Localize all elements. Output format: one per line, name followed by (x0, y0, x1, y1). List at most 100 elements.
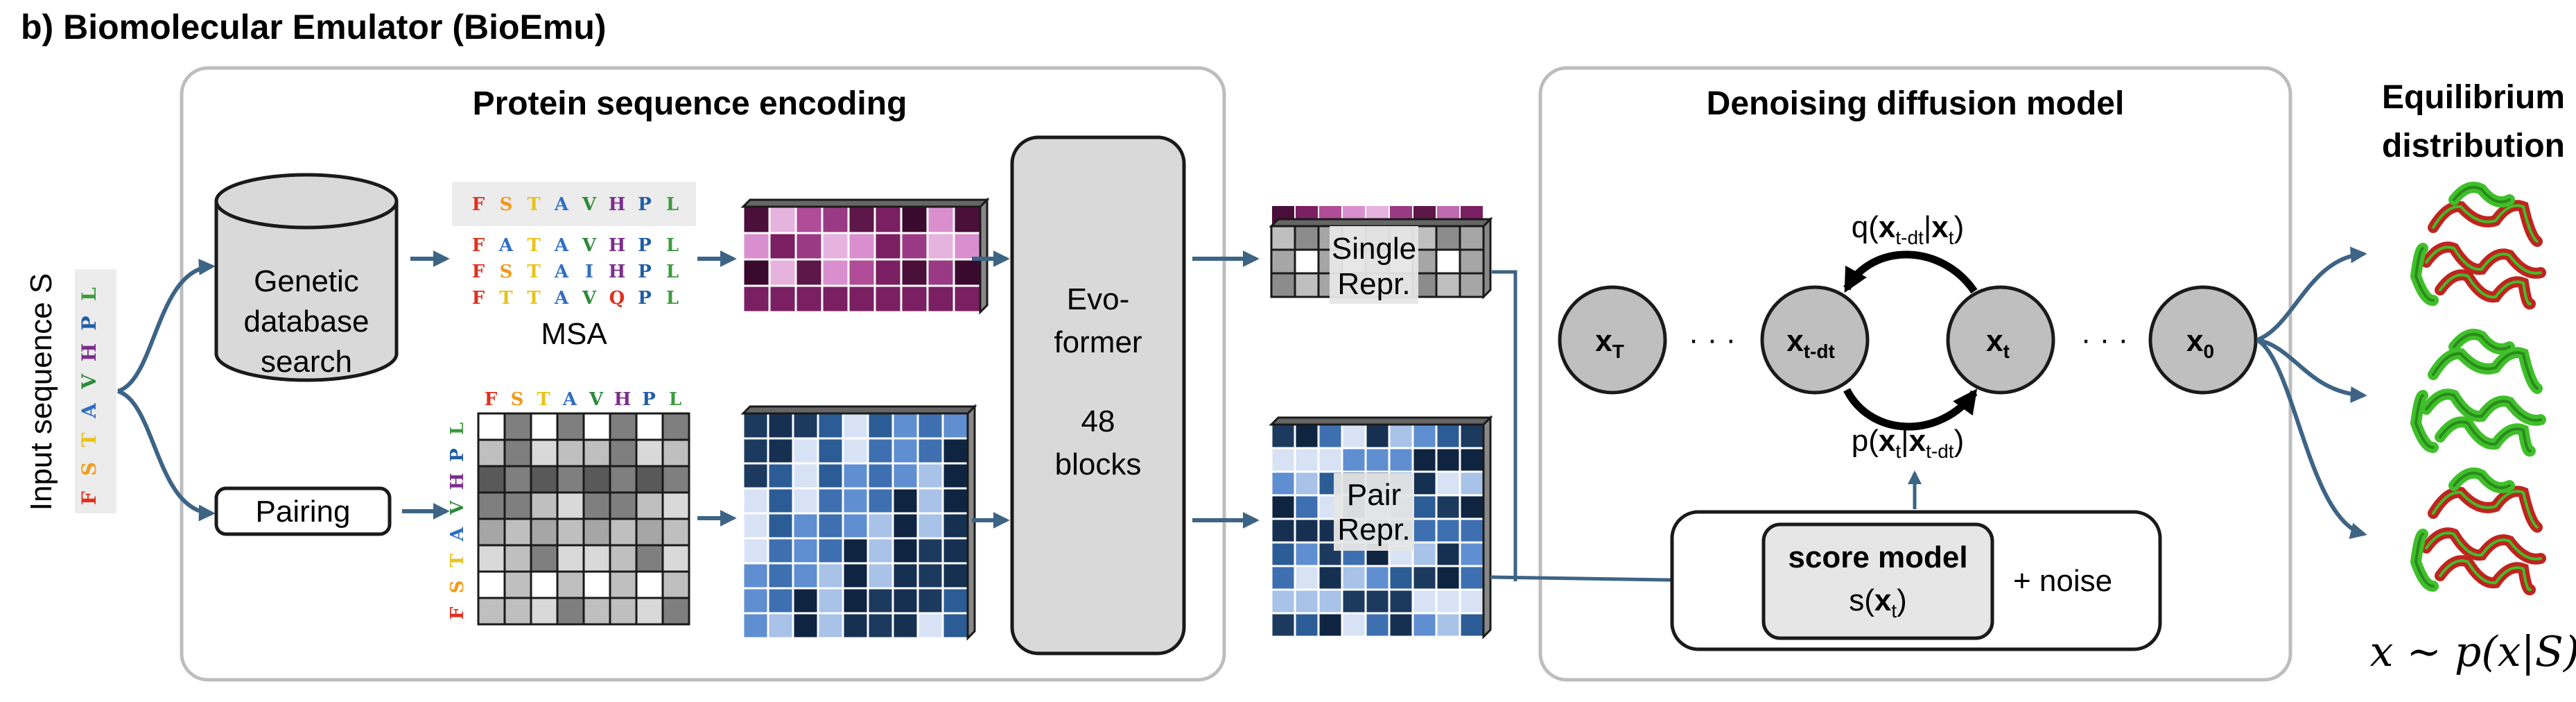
pair-embed-cell (742, 487, 769, 515)
pair-repr-cell (1364, 588, 1391, 615)
pair-repr-cell (1388, 423, 1414, 450)
pair-embed-cell (842, 462, 869, 490)
pair-repr-cell (1270, 541, 1296, 567)
pair-left-residue-4: A (447, 526, 468, 542)
single-repr-cell (1270, 272, 1296, 298)
pairing-box (214, 486, 392, 536)
pair-embed-cell (742, 412, 769, 440)
input-residue-3: T (78, 432, 101, 447)
protein-ribbon-edge (2432, 490, 2539, 529)
pair-embed-cell (767, 537, 794, 565)
msa-residue-r3c7: L (666, 288, 679, 309)
msa-embed-cell (900, 205, 929, 234)
pair-embed-cell (842, 587, 869, 615)
pair-embed-cell (941, 587, 969, 615)
pair-repr-label-bg (1334, 473, 1414, 551)
pair-repr-cell (1435, 447, 1461, 473)
pair-embed-cell (742, 537, 769, 565)
score-model-inner-box (1761, 522, 1994, 640)
pair-embed-cell (941, 612, 969, 640)
pair-embed-cell (916, 562, 944, 590)
protein-ribbon-edge (2414, 533, 2435, 588)
protein-ribbon (2435, 269, 2536, 310)
score-model-label: score model (1788, 540, 1967, 574)
pair-top-residue-7: P (642, 389, 656, 410)
pair-repr-cell (1411, 588, 1438, 615)
pair-seq-cell (477, 412, 506, 441)
msa-embed-cell (900, 258, 929, 287)
pair-repr-line2: Repr. (1337, 513, 1410, 547)
protein-ribbon-edge (2439, 420, 2532, 453)
pair-embed-depth-top (740, 405, 977, 415)
input-residue-4: A (78, 402, 101, 419)
pair-seq-cell (609, 597, 638, 626)
pair-repr-cell (1294, 541, 1320, 567)
pair-embed-cell (867, 462, 894, 490)
pair-seq-cell (609, 544, 638, 573)
pair-embed-cell (842, 487, 869, 515)
pair-embed-cell (742, 462, 769, 490)
msa-residue-r1c1: A (498, 235, 514, 256)
pair-seq-cell (556, 412, 585, 441)
genetic-db-line1: Genetic (254, 264, 359, 298)
pair-repr-cell (1270, 517, 1296, 544)
protein-ribbon (2435, 416, 2536, 457)
pair-embed-cell (817, 437, 844, 465)
pairing-label: Pairing (256, 495, 351, 529)
pair-repr-cell (1341, 612, 1367, 638)
dots-left: · · · (1689, 323, 1736, 357)
protein-ribbon-edge (2453, 333, 2511, 350)
pair-left-residue-8: L (447, 422, 468, 435)
pair-embed-cell (767, 587, 794, 615)
pair-seq-cell (635, 491, 664, 520)
single-repr-depth-side (1482, 216, 1492, 300)
pair-embed-cell (767, 437, 794, 465)
protein-structure-1 (2410, 182, 2546, 310)
single-repr-line1: Single (1332, 232, 1416, 266)
pair-embed-cell (792, 587, 819, 615)
msa-embed-cell (873, 258, 903, 287)
pair-embed-cell (891, 512, 919, 540)
msa-embed-cell (768, 284, 797, 314)
msa-residue-r2c2: T (527, 262, 541, 282)
pair-embed-cell (842, 412, 869, 440)
pair-repr-cell (1459, 612, 1485, 638)
pair-repr-cell (1294, 423, 1320, 450)
pair-repr-cell (1364, 612, 1391, 638)
pair-sequence-grid (477, 412, 690, 626)
pair-seq-cell (582, 465, 611, 494)
evoformer-line2: former (1054, 325, 1142, 359)
msa-residue-r2c7: L (666, 262, 679, 282)
pair-repr-cell (1459, 494, 1485, 520)
pair-seq-cell (582, 438, 611, 468)
single-repr-cell (1435, 248, 1461, 275)
pair-seq-cell (503, 517, 532, 547)
pair-seq-cell (661, 491, 690, 520)
dots-right: · · · (2081, 323, 2128, 357)
pair-embed-cell (916, 587, 944, 615)
pair-seq-cell (503, 491, 532, 520)
pair-seq-cell (635, 465, 664, 494)
pair-repr-cell (1341, 588, 1367, 615)
pair-repr-cell (1294, 470, 1320, 497)
pair-repr-cell (1341, 423, 1367, 450)
msa-embed-cell (873, 284, 903, 314)
single-repr-cell (1294, 248, 1320, 275)
pair-embed-cell (792, 462, 819, 490)
msa-residue-r3c3: A (554, 288, 569, 309)
pair-repr-cell (1411, 565, 1438, 591)
protein-ribbon-edge (2414, 394, 2435, 449)
pair-seq-cell (582, 570, 611, 599)
single-repr-cell (1459, 248, 1485, 275)
pair-seq-cell (609, 438, 638, 468)
protein-ribbon-edge (2453, 186, 2511, 203)
pair-seq-cell (477, 438, 506, 468)
msa-residue-r0c4: V (582, 194, 597, 215)
equilibrium-formula: x ∼ p(x|S) (2370, 628, 2576, 676)
pair-seq-cell (530, 517, 559, 547)
pair-repr-cell (1270, 423, 1296, 450)
evoformer-block (1010, 135, 1186, 656)
msa-embed-cell (742, 232, 771, 261)
pair-seq-cell (503, 465, 532, 494)
pair-embed-cell (742, 612, 769, 640)
